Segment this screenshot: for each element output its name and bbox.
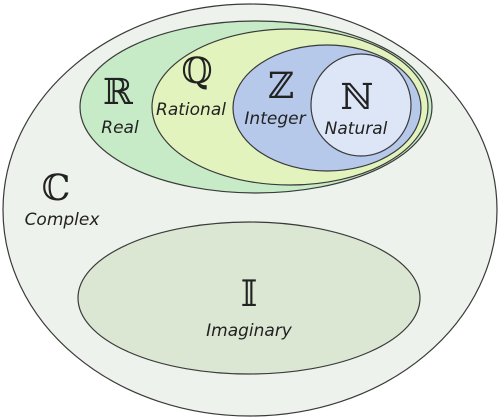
- imaginary-set-region: [77, 221, 421, 375]
- rational-label: Rational: [156, 100, 226, 120]
- rational-symbol: ℚ: [181, 51, 212, 92]
- imaginary-label: Imaginary: [206, 321, 293, 341]
- integer-label: Integer: [244, 109, 306, 129]
- natural-set-region: [310, 53, 412, 157]
- imaginary-symbol: 𝕀: [241, 274, 258, 315]
- real-symbol: ℝ: [103, 72, 134, 113]
- natural-label: Natural: [325, 119, 388, 139]
- real-label: Real: [101, 118, 139, 138]
- integer-symbol: ℤ: [268, 66, 294, 107]
- complex-label: Complex: [25, 210, 101, 230]
- natural-symbol: ℕ: [341, 77, 374, 118]
- complex-symbol: ℂ: [42, 168, 71, 209]
